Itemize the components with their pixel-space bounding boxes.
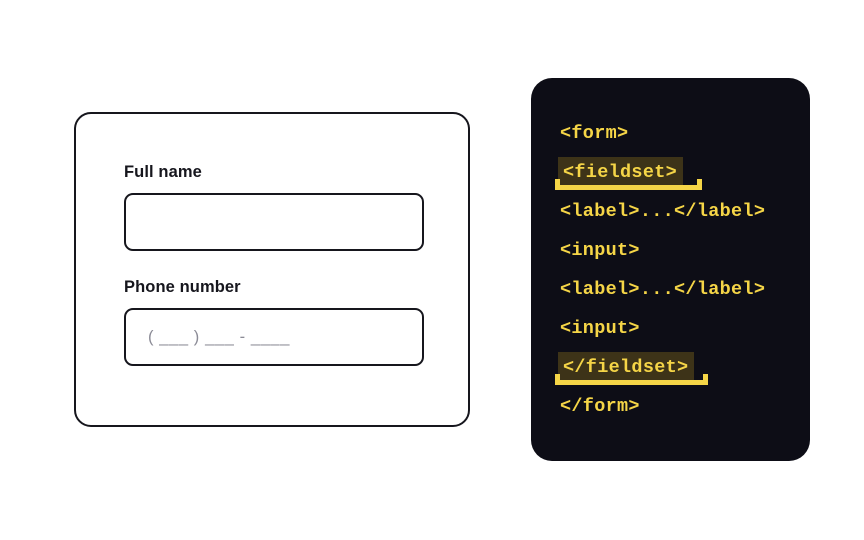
- code-line-input-1: <input>: [531, 231, 810, 270]
- phone-placeholder-text: ( ___ ) ___ - ____: [148, 327, 290, 346]
- code-line-form-close: </form>: [531, 387, 810, 426]
- code-token: <input>: [560, 318, 640, 339]
- code-line-form-open: <form>: [531, 114, 810, 153]
- code-token: <label>...</label>: [560, 279, 766, 300]
- code-token: <form>: [560, 123, 629, 144]
- label-phone-number: Phone number: [124, 278, 241, 296]
- field-group-phone-number: Phone number ( ___ ) ___ - ____: [124, 277, 424, 366]
- form-card: Full name Phone number ( ___ ) ___ - ___…: [74, 112, 470, 427]
- code-panel: <form> <fieldset> <label>...</label> <in…: [531, 78, 810, 461]
- code-line-label-2: <label>...</label>: [531, 270, 810, 309]
- code-line-fieldset-close[interactable]: </fieldset>: [531, 348, 810, 387]
- code-token: <fieldset>: [558, 157, 684, 188]
- input-phone-number[interactable]: ( ___ ) ___ - ____: [124, 308, 424, 366]
- code-token: </form>: [560, 396, 640, 417]
- code-token: <input>: [560, 240, 640, 261]
- code-token: <label>...</label>: [560, 201, 766, 222]
- field-group-full-name: Full name: [124, 162, 424, 251]
- input-full-name[interactable]: [124, 193, 424, 251]
- code-line-label-1: <label>...</label>: [531, 192, 810, 231]
- label-full-name: Full name: [124, 163, 202, 181]
- code-line-input-2: <input>: [531, 309, 810, 348]
- code-token: </fieldset>: [558, 352, 695, 383]
- code-line-fieldset-open[interactable]: <fieldset>: [531, 153, 810, 192]
